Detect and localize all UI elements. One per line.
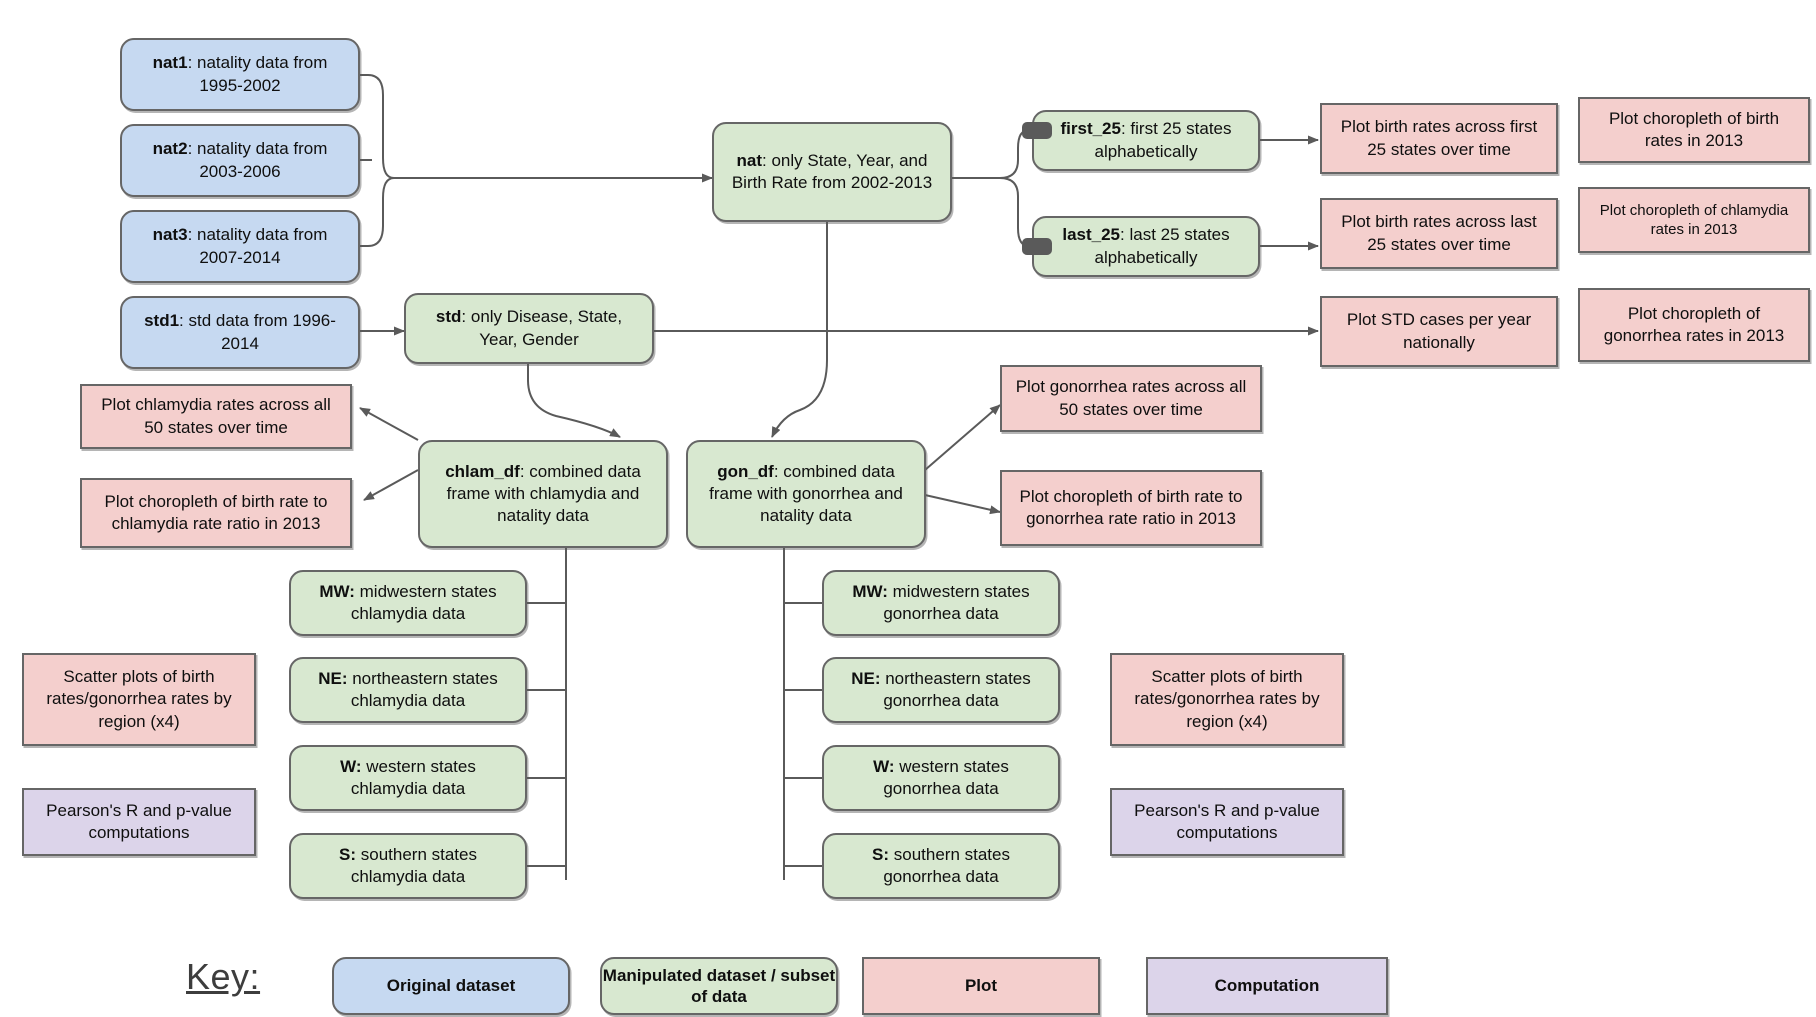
plot-birth-first25[interactable]: Plot birth rates across first 25 states … xyxy=(1320,103,1558,174)
legend-label-manipulated-dataset: Manipulated dataset / subset of data xyxy=(602,965,836,1006)
node-gon-df-desc: : combined data frame with gonorrhea and… xyxy=(709,461,903,526)
plot-choropleth-chlamydia-label: Plot choropleth of chlamydia rates in 20… xyxy=(1599,201,1789,239)
node-std1-desc: : std data from 1996-2014 xyxy=(179,311,336,353)
node-gon-s-desc: southern states gonorrhea data xyxy=(883,844,1010,886)
node-chlam-df-desc: : combined data frame with chlamydia and… xyxy=(446,461,641,526)
plot-std-cases-label: Plot STD cases per year nationally xyxy=(1346,310,1532,352)
node-nat1-name: nat1 xyxy=(152,53,188,73)
computation-pearson-left[interactable]: Pearson's R and p-value computations xyxy=(22,788,256,856)
plot-choropleth-birth-chlamydia[interactable]: Plot choropleth of birth rate to chlamyd… xyxy=(80,478,352,548)
legend-label-original-dataset: Original dataset xyxy=(386,976,516,996)
plot-gonorrhea-all50-label: Plot gonorrhea rates across all 50 state… xyxy=(1015,377,1247,419)
node-chlam-df[interactable]: chlam_df: combined data frame with chlam… xyxy=(418,440,668,548)
node-chlam-mw[interactable]: MW: midwestern states chlamydia data xyxy=(289,570,527,636)
plot-scatter-left[interactable]: Scatter plots of birth rates/gonorrhea r… xyxy=(22,653,256,746)
node-chlam-w-name: W: xyxy=(340,756,362,776)
legend-label-plot: Plot xyxy=(964,976,998,996)
legend: Key: Original dataset Manipulated datase… xyxy=(0,925,1816,1017)
plot-choropleth-birth-label: Plot choropleth of birth rates in 2013 xyxy=(1608,108,1780,150)
legend-label-computation: Computation xyxy=(1214,976,1320,996)
node-first25-name: first_25 xyxy=(1060,119,1121,139)
node-gon-s-name: S: xyxy=(872,844,890,864)
node-std-name: std xyxy=(435,307,462,327)
computation-pearson-right-label: Pearson's R and p-value computations xyxy=(1134,800,1320,842)
node-nat1-desc: : natality data from 1995-2002 xyxy=(187,53,328,95)
node-last25-name: last_25 xyxy=(1062,225,1121,245)
plot-scatter-right[interactable]: Scatter plots of birth rates/gonorrhea r… xyxy=(1110,653,1344,746)
plot-gonorrhea-all50[interactable]: Plot gonorrhea rates across all 50 state… xyxy=(1000,365,1262,432)
plot-std-cases[interactable]: Plot STD cases per year nationally xyxy=(1320,296,1558,367)
plot-birth-first25-label: Plot birth rates across first 25 states … xyxy=(1340,117,1538,159)
node-chlam-w[interactable]: W: western states chlamydia data xyxy=(289,745,527,811)
computation-pearson-left-label: Pearson's R and p-value computations xyxy=(46,800,232,842)
node-nat3[interactable]: nat3: natality data from 2007-2014 xyxy=(120,210,360,283)
node-gon-mw[interactable]: MW: midwestern states gonorrhea data xyxy=(822,570,1060,636)
node-nat2-desc: : natality data from 2003-2006 xyxy=(187,139,328,181)
plot-birth-last25-label: Plot birth rates across last 25 states o… xyxy=(1341,212,1537,254)
node-chlam-s-desc: southern states chlamydia data xyxy=(350,844,477,886)
node-gon-ne-desc: northeastern states gonorrhea data xyxy=(880,668,1031,710)
node-first25-desc: : first 25 states alphabetically xyxy=(1094,119,1232,161)
node-nat-name: nat xyxy=(736,150,763,170)
node-chlam-mw-desc: midwestern states chlamydia data xyxy=(350,581,497,623)
node-last25[interactable]: last_25: last 25 states alphabetically xyxy=(1032,216,1260,277)
node-chlam-ne[interactable]: NE: northeastern states chlamydia data xyxy=(289,657,527,723)
legend-swatch-plot: Plot xyxy=(862,957,1100,1015)
node-chlam-w-desc: western states chlamydia data xyxy=(350,756,476,798)
legend-swatch-manipulated-dataset: Manipulated dataset / subset of data xyxy=(600,957,838,1015)
node-nat3-name: nat3 xyxy=(152,225,188,245)
plot-choropleth-gonorrhea-label: Plot choropleth of gonorrhea rates in 20… xyxy=(1603,303,1785,345)
node-first25[interactable]: first_25: first 25 states alphabetically xyxy=(1032,110,1260,171)
plot-scatter-right-label: Scatter plots of birth rates/gonorrhea r… xyxy=(1134,667,1320,731)
node-gon-df-name: gon_df xyxy=(717,461,774,481)
node-gon-ne[interactable]: NE: northeastern states gonorrhea data xyxy=(822,657,1060,723)
node-std-desc: : only Disease, State, Year, Gender xyxy=(461,307,623,349)
legend-swatch-original-dataset: Original dataset xyxy=(332,957,570,1015)
plot-choropleth-birth[interactable]: Plot choropleth of birth rates in 2013 xyxy=(1578,97,1810,163)
plot-choropleth-gonorrhea[interactable]: Plot choropleth of gonorrhea rates in 20… xyxy=(1578,288,1810,362)
plot-choropleth-chlamydia[interactable]: Plot choropleth of chlamydia rates in 20… xyxy=(1578,187,1810,253)
legend-title: Key: xyxy=(186,956,261,997)
node-nat[interactable]: nat: only State, Year, and Birth Rate fr… xyxy=(712,122,952,222)
node-gon-w-desc: western states gonorrhea data xyxy=(883,756,1009,798)
node-gon-df[interactable]: gon_df: combined data frame with gonorrh… xyxy=(686,440,926,548)
node-chlam-ne-name: NE: xyxy=(318,668,348,688)
node-gon-w[interactable]: W: western states gonorrhea data xyxy=(822,745,1060,811)
node-nat2[interactable]: nat2: natality data from 2003-2006 xyxy=(120,124,360,197)
node-chlam-ne-desc: northeastern states chlamydia data xyxy=(347,668,498,710)
node-std1-name: std1 xyxy=(144,311,180,331)
plot-choropleth-birth-chlamydia-label: Plot choropleth of birth rate to chlamyd… xyxy=(104,491,328,533)
plot-birth-last25[interactable]: Plot birth rates across last 25 states o… xyxy=(1320,198,1558,269)
node-gon-mw-desc: midwestern states gonorrhea data xyxy=(883,581,1030,623)
plot-scatter-left-label: Scatter plots of birth rates/gonorrhea r… xyxy=(46,667,232,731)
node-last25-desc: : last 25 states alphabetically xyxy=(1094,225,1230,267)
node-std[interactable]: std: only Disease, State, Year, Gender xyxy=(404,293,654,364)
node-nat2-name: nat2 xyxy=(152,139,188,159)
legend-swatch-computation: Computation xyxy=(1146,957,1388,1015)
node-gon-s[interactable]: S: southern states gonorrhea data xyxy=(822,833,1060,899)
plot-chlamydia-all50-label: Plot chlamydia rates across all 50 state… xyxy=(101,395,331,437)
plot-chlamydia-all50[interactable]: Plot chlamydia rates across all 50 state… xyxy=(80,384,352,449)
node-chlam-df-name: chlam_df xyxy=(445,461,520,481)
plot-choropleth-birth-gonorrhea[interactable]: Plot choropleth of birth rate to gonorrh… xyxy=(1000,470,1262,546)
connector-nub-first25 xyxy=(1022,122,1052,139)
node-chlam-s-name: S: xyxy=(339,844,357,864)
plot-choropleth-birth-gonorrhea-label: Plot choropleth of birth rate to gonorrh… xyxy=(1019,486,1243,528)
node-chlam-mw-name: MW: xyxy=(319,581,355,601)
node-nat-desc: : only State, Year, and Birth Rate from … xyxy=(731,150,933,192)
node-chlam-s[interactable]: S: southern states chlamydia data xyxy=(289,833,527,899)
node-gon-mw-name: MW: xyxy=(852,581,888,601)
node-nat1[interactable]: nat1: natality data from 1995-2002 xyxy=(120,38,360,111)
node-nat3-desc: : natality data from 2007-2014 xyxy=(187,225,328,267)
connector-nub-last25 xyxy=(1022,238,1052,255)
node-std1[interactable]: std1: std data from 1996-2014 xyxy=(120,296,360,369)
node-gon-ne-name: NE: xyxy=(851,668,881,688)
computation-pearson-right[interactable]: Pearson's R and p-value computations xyxy=(1110,788,1344,856)
node-gon-w-name: W: xyxy=(873,756,895,776)
